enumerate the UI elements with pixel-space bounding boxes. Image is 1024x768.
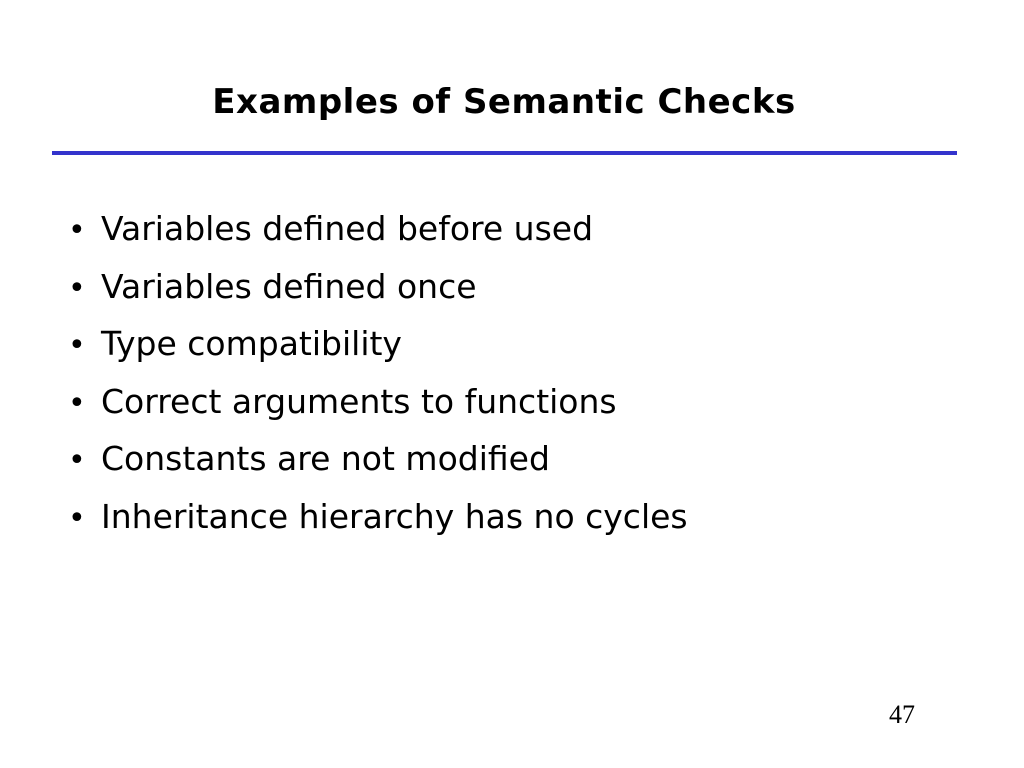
bullet-icon: • [68, 500, 86, 536]
bullet-text: Type compatibility [101, 324, 402, 363]
bullet-icon: • [68, 385, 86, 421]
bullet-icon: • [68, 213, 86, 248]
list-item: • Constants are not modified [68, 430, 688, 488]
list-item: • Variables defined before used [68, 200, 688, 258]
title-divider [52, 151, 957, 155]
bullet-list: • Variables defined before used • Variab… [68, 200, 688, 545]
list-item: • Variables defined once [68, 258, 688, 316]
bullet-icon: • [68, 328, 86, 363]
bullet-icon: • [68, 270, 86, 306]
bullet-text: Variables defined before used [101, 209, 594, 248]
bullet-text: Variables defined once [101, 266, 477, 306]
list-item: • Inheritance hierarchy has no cycles [68, 488, 688, 546]
slide-title: Examples of Semantic Checks [212, 82, 796, 122]
slide-number: 47 [889, 700, 915, 729]
list-item: • Type compatibility [68, 315, 688, 373]
bullet-text: Inheritance hierarchy has no cycles [101, 496, 688, 536]
bullet-text: Correct arguments to functions [101, 381, 617, 421]
bullet-text: Constants are not modified [101, 439, 550, 478]
bullet-icon: • [68, 443, 86, 478]
list-item: • Correct arguments to functions [68, 373, 688, 431]
